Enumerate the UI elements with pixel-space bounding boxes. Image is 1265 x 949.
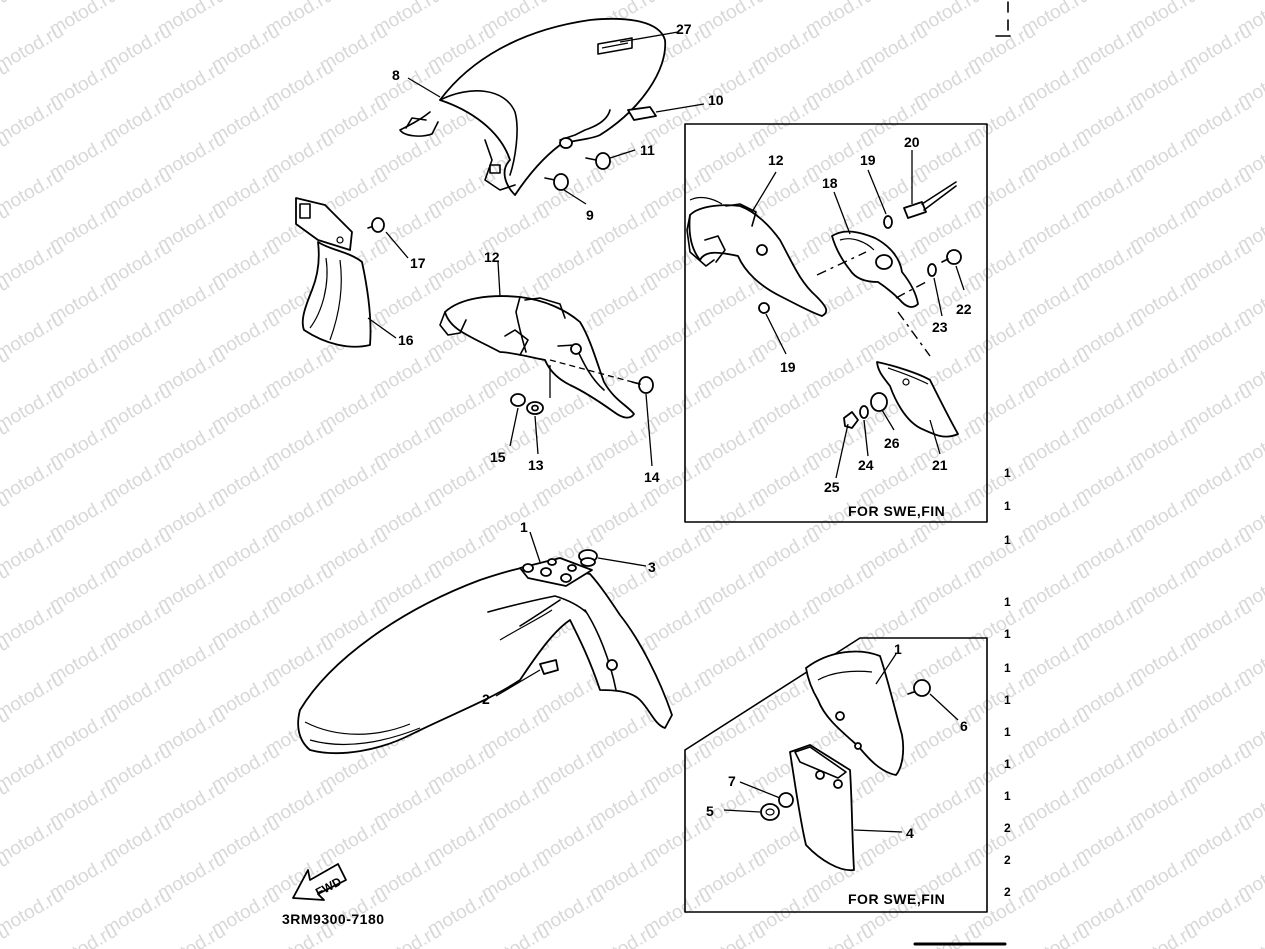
callout-4: 4 [906,825,914,841]
callout-1: 1 [894,641,902,657]
callout-19: 19 [860,152,876,168]
callout-27: 27 [676,21,692,37]
part-8-side-cover [399,17,667,196]
callout-9: 9 [586,207,594,223]
edge-mark: 1 [1004,499,1011,513]
callout-19: 19 [780,359,796,375]
callout-26: 26 [884,435,900,451]
callout-18: 18 [822,175,838,191]
watermark-text: motod.ru [0,669,67,725]
watermark-text: motod.ru [694,921,769,949]
callout-21: 21 [932,457,948,473]
callout-16: 16 [398,332,414,348]
edge-mark: 2 [1004,885,1011,899]
callout-17: 17 [410,255,426,271]
callout-11: 11 [640,142,655,158]
part-11-bolt [585,152,611,170]
part-15-nut [510,393,526,407]
inset-caption-upper: FOR SWE,FIN [848,503,945,519]
watermark-text: motod.ru [0,525,67,581]
watermark-text: motod.ru [0,813,67,869]
watermark-text: motod.ru [0,93,67,149]
callout-25: 25 [824,479,840,495]
leader-lines [367,31,965,833]
inset-lower [684,637,988,913]
watermark-text: motod.ru [0,237,67,293]
part-2-clip [539,659,559,675]
diagram-code: 3RM9300-7180 [282,911,385,927]
callout-5: 5 [706,803,714,819]
watermark-text: motod.ru [0,381,67,437]
callout-12: 12 [484,249,500,265]
watermark-text: motod.ru [0,0,13,40]
edge-mark: 1 [1004,661,1011,675]
watermark-text: motod.ru [478,921,553,949]
part-16-mud-flap [295,197,372,348]
watermark-text: motod.ru [0,309,67,365]
part-13-washer [526,401,544,415]
callout-14: 14 [644,469,660,485]
edge-mark: 1 [1004,693,1011,707]
callout-13: 13 [528,457,544,473]
watermark-text: motod.ru [0,453,67,509]
callout-10: 10 [708,92,724,108]
edge-mark: 1 [1004,533,1011,547]
callout-numbers: 1123456789101112121314151617181919202122… [392,21,972,841]
part-9-bolt [544,173,569,191]
callout-24: 24 [858,457,874,473]
part-10-label [627,106,657,121]
callout-7: 7 [728,773,736,789]
part-17-screw [367,217,385,233]
inset-upper [684,123,988,523]
callout-23: 23 [932,319,948,335]
edge-mark: 1 [1004,466,1011,480]
callout-1: 1 [520,519,528,535]
watermark-text: motod.ru [154,921,229,949]
watermark-text: motod.ru [46,921,121,949]
right-edge-marks: 1 1 1 1 1 1 1 1 1 1 2 2 2 [1004,466,1011,899]
edge-mark: 1 [1004,725,1011,739]
callout-22: 22 [956,301,972,317]
watermark-text: motod.ru [0,885,67,941]
callout-6: 6 [960,718,968,734]
watermark-text: motod.ru [0,21,67,77]
callout-2: 2 [482,691,490,707]
watermark-text: motod.ru [0,165,67,221]
callout-12: 12 [768,152,784,168]
part-12-rear-fender [439,295,641,419]
watermark-text: motod.ru [586,921,661,949]
edge-mark: 2 [1004,821,1011,835]
callout-8: 8 [392,67,400,83]
watermark-text: motod.ru [802,921,877,949]
callout-20: 20 [904,134,920,150]
part-1-front-fender [297,557,673,755]
part-3-grommet [578,549,598,567]
edge-mark: 1 [1004,627,1011,641]
watermark-text: motod.ru [0,597,67,653]
watermark-text: motod.ru [1234,921,1265,949]
part-14-bolt [631,376,654,394]
edge-mark: 1 [1004,595,1011,609]
watermark-text: motod.ru [1126,921,1201,949]
inset-caption-lower: FOR SWE,FIN [848,891,945,907]
corner-marks [913,1,1011,946]
edge-mark: 1 [1004,757,1011,771]
callout-3: 3 [648,559,656,575]
callout-15: 15 [490,449,506,465]
watermark-text: motod.ru [0,741,67,797]
edge-mark: 2 [1004,853,1011,867]
edge-mark: 1 [1004,789,1011,803]
watermark-text: motod.ru [1018,921,1093,949]
